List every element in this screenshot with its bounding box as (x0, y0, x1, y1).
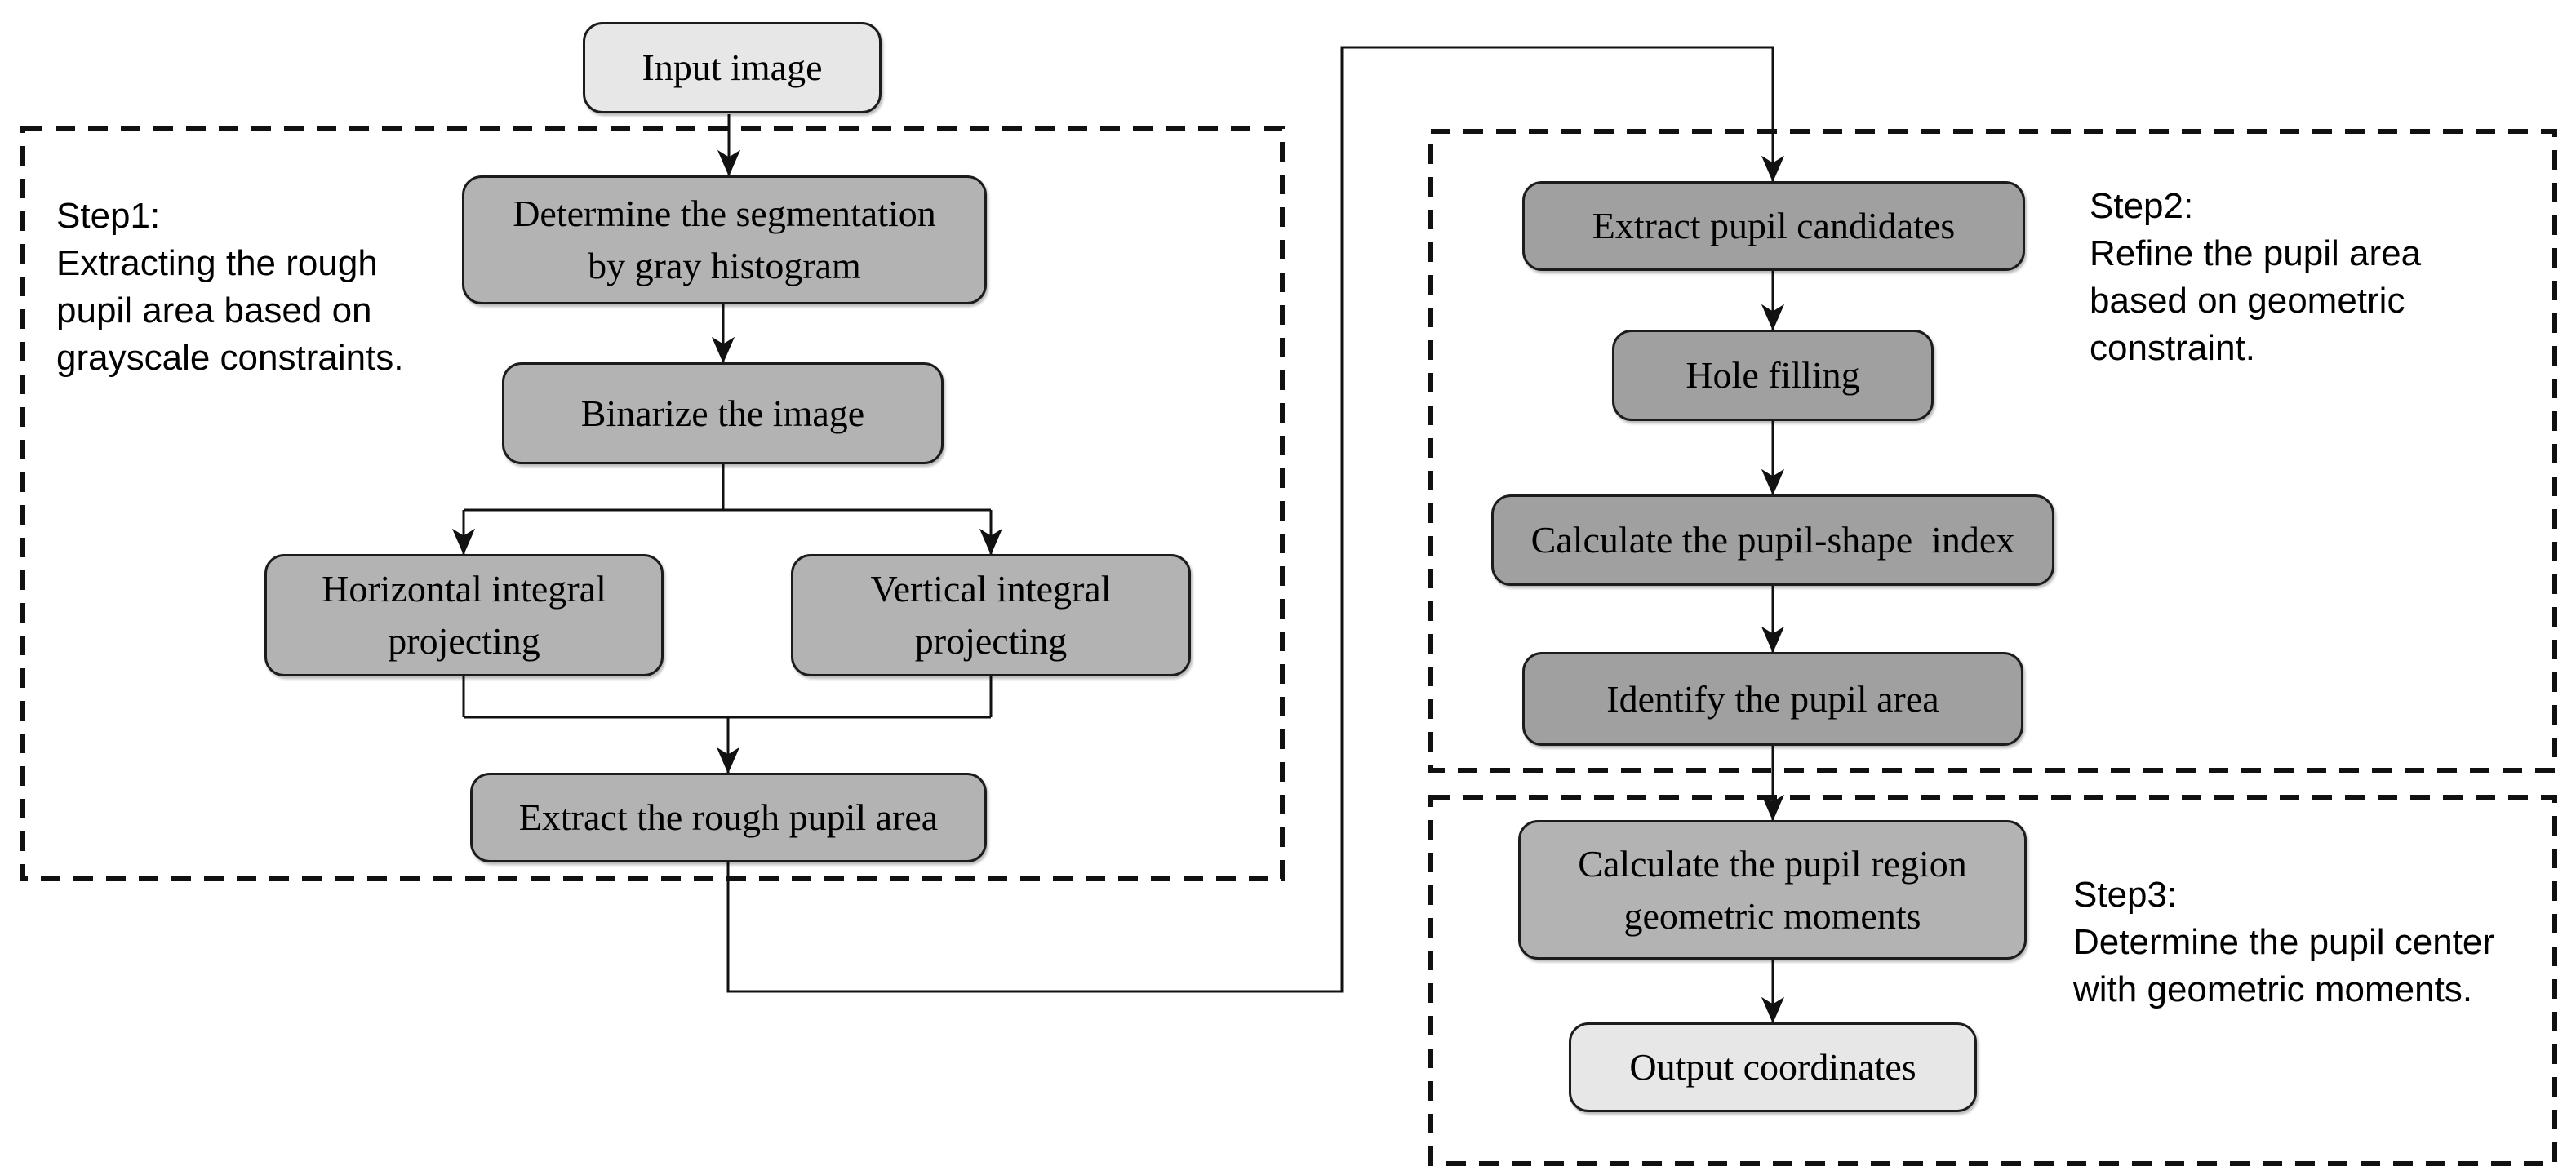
node-label: Binarize the image (580, 392, 865, 434)
node-pupil-region-geometric-moments: Calculate the pupil region geometric mom… (1518, 820, 2027, 960)
node-label: Horizontal integral projecting (322, 568, 606, 662)
node-label: Calculate the pupil-shape index (1530, 519, 2015, 561)
node-label: Output coordinates (1629, 1046, 1916, 1088)
node-binarize-image: Binarize the image (502, 362, 944, 464)
node-label: Extract pupil candidates (1592, 205, 1956, 246)
node-label: Vertical integral projecting (870, 568, 1112, 662)
node-vertical-integral-projecting: Vertical integral projecting (791, 554, 1191, 676)
node-extract-pupil-candidates: Extract pupil candidates (1522, 181, 2025, 271)
node-determine-segmentation: Determine the segmentation by gray histo… (462, 175, 987, 304)
step2-label: Step2: Refine the pupil area based on ge… (2090, 186, 2422, 368)
node-label: Hole filling (1686, 354, 1860, 396)
step2-boundary (1428, 129, 2557, 773)
node-pupil-shape-index: Calculate the pupil-shape index (1491, 494, 2054, 586)
node-input-image: Input image (583, 22, 882, 113)
node-output-coordinates: Output coordinates (1569, 1022, 1977, 1112)
connector-segments (462, 46, 1774, 993)
node-extract-rough-pupil-area: Extract the rough pupil area (470, 773, 987, 862)
node-label: Determine the segmentation by gray histo… (513, 193, 936, 286)
step3-boundary (1428, 795, 2557, 1166)
step1-boundary (20, 126, 1285, 881)
node-hole-filling: Hole filling (1612, 330, 1934, 421)
node-horizontal-integral-projecting: Horizontal integral projecting (264, 554, 664, 676)
step3-label: Step3: Determine the pupil center with g… (2073, 875, 2495, 1009)
step1-label: Step1: Extracting the rough pupil area b… (56, 196, 404, 378)
node-label: Input image (642, 47, 823, 88)
node-label: Calculate the pupil region geometric mom… (1578, 842, 1967, 937)
node-label: Identify the pupil area (1606, 677, 1939, 720)
node-label: Extract the rough pupil area (518, 796, 939, 838)
node-identify-pupil-area: Identify the pupil area (1522, 652, 2023, 746)
